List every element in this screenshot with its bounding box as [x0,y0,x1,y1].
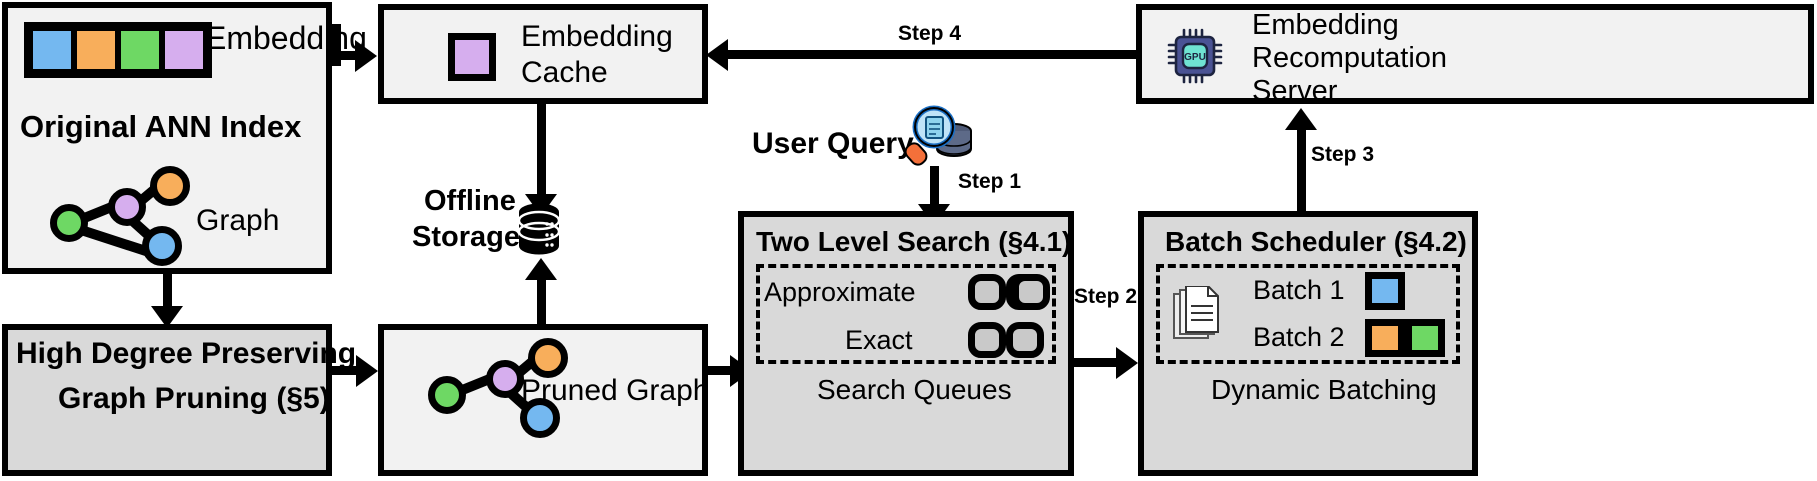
recomputation-server-box [1136,4,1814,104]
batch-2-swatch-orange [1365,319,1405,357]
arrow-step4-line [718,50,1138,59]
graph-node-blue [142,226,182,266]
embedding-cache-swatch [448,33,496,81]
approximate-label: Approximate [764,277,916,307]
batch-1-swatch-blue [1365,272,1405,310]
graph-node-orange [150,166,190,206]
arrow-cache-to-storage-line [537,104,546,200]
graph-node-blue [520,398,560,438]
arrow-step2-head [1116,347,1138,379]
graph-pruning-title-line1: High Degree Preserving [16,337,357,370]
graph-label: Graph [196,204,280,237]
arrow-step3-line [1297,130,1306,212]
queue-cell-exact [1006,322,1044,358]
batch-1-label: Batch 1 [1253,275,1345,305]
arrow-index-to-cache-head [355,40,377,72]
pruned-graph-widget [418,338,568,438]
step4-label: Step 4 [898,22,962,45]
step3-label: Step 3 [1311,143,1375,166]
queue-cell-approximate [968,274,1006,310]
database-cylinder-icon [517,203,561,255]
graph-pruning-box [2,324,332,476]
graph-node-purple [108,188,146,226]
batch-scheduler-title: Batch Scheduler (§4.2) [1165,226,1467,257]
original-ann-index-title: Original ANN Index [20,109,302,144]
graph-pruning-title-line2: Graph Pruning (§5) [58,382,330,415]
embedding-cache-box [378,4,708,104]
embedding-cache-title-line2: Cache [521,56,608,89]
recomputation-server-line2: Recomputation [1252,42,1448,74]
embedding-cell-green [118,28,162,72]
search-queues-panel [756,264,1056,364]
two-level-search-title: Two Level Search (§4.1) [756,226,1072,257]
arrow-pruning-to-pruned-line [332,366,366,375]
arrow-step4-head [706,39,728,71]
arrow-step1-line [930,166,939,210]
search-queues-caption: Search Queues [817,374,1012,405]
graph-node-green [50,204,88,242]
arrow-pruned-to-storage-head [525,258,557,280]
svg-text:GPU: GPU [1184,52,1206,63]
queue-cell-exact [968,322,1006,358]
embedding-cache-title-line1: Embedding [521,20,673,53]
batch-2-swatch-green [1405,319,1445,357]
arrow-index-to-pruning-line [163,274,172,310]
step1-label: Step 1 [958,170,1022,193]
pruned-graph-label: Pruned Graph [521,374,710,407]
gpu-chip-icon: GPU [1167,28,1223,84]
queue-cell-approximate [1012,274,1050,310]
arrow-pruned-to-search-line [708,366,742,375]
arrow-index-to-pruning-head [151,306,183,328]
embedding-cell-orange [74,28,118,72]
step2-label: Step 2 [1074,285,1138,308]
original-graph-widget [40,166,190,266]
documents-icon [1170,285,1222,346]
magnifier-database-icon [900,105,972,167]
dynamic-batching-caption: Dynamic Batching [1211,374,1437,405]
arrow-step2-line [1074,358,1126,367]
exact-label: Exact [845,325,913,355]
arrow-index-to-cache-hline [332,51,368,60]
arrow-index-to-cache-vline [332,24,341,66]
recomputation-server-line3: Server [1252,75,1338,107]
graph-node-purple [486,360,524,398]
dynamic-batching-panel [1156,264,1460,364]
embedding-cell-blue [30,28,74,72]
batch-2-label: Batch 2 [1253,322,1345,352]
recomputation-server-line1: Embedding [1252,9,1399,41]
arrow-pruning-to-pruned-head [356,355,378,387]
embedding-cell-purple [162,28,206,72]
offline-storage-label-line2: Storage [412,221,520,253]
arrow-step3-head [1285,108,1317,130]
user-query-label: User Query [752,127,914,160]
embedding-strip [24,22,212,78]
graph-node-orange [528,338,568,378]
offline-storage-label-line1: Offline [424,185,516,217]
arrow-pruned-to-storage-line [537,280,546,325]
graph-node-green [428,376,466,414]
